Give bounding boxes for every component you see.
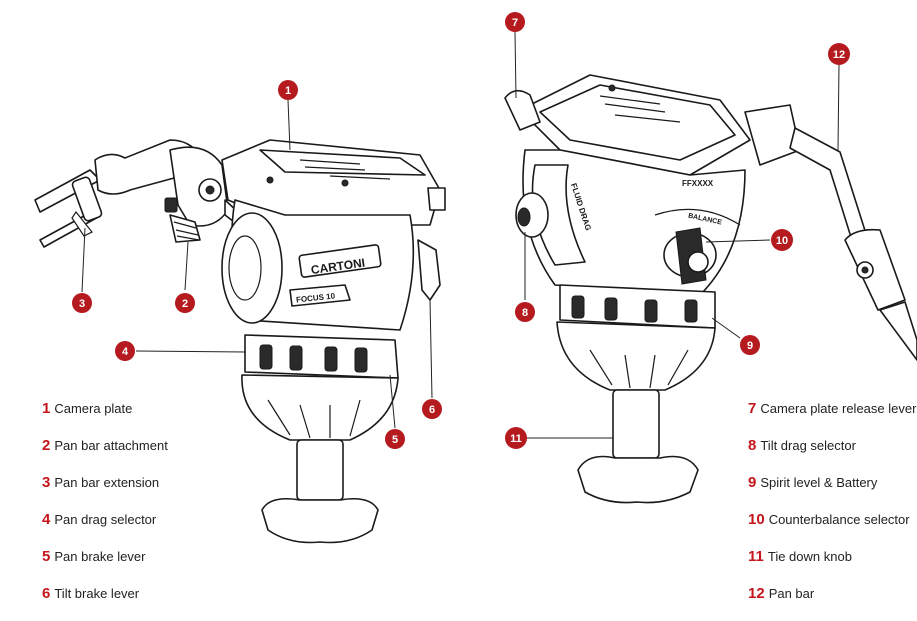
right-head-illustration: FLUID DRAG FFXXXX BALANCE [504, 74, 917, 504]
callout-9: 9 [740, 335, 760, 355]
leader-lines [81, 31, 840, 439]
callout-2: 2 [175, 293, 195, 313]
left-head-illustration: CARTONI FOCUS 10 [34, 139, 446, 544]
callout-10: 10 [771, 229, 793, 251]
callout-4: 4 [115, 341, 135, 361]
callout-12: 12 [828, 43, 850, 65]
svg-text:12: 12 [833, 49, 845, 61]
callout-7: 7 [505, 12, 525, 32]
svg-text:9: 9 [747, 340, 753, 352]
callout-5: 5 [385, 429, 405, 449]
svg-text:11: 11 [510, 433, 522, 445]
callout-8: 8 [515, 302, 535, 322]
serial-marking: FFXXXX [682, 179, 714, 188]
svg-text:10: 10 [776, 235, 788, 247]
callout-11: 11 [505, 427, 527, 449]
svg-text:8: 8 [522, 307, 528, 319]
model-marking: FOCUS 10 [296, 291, 336, 304]
svg-text:5: 5 [392, 434, 398, 446]
svg-text:6: 6 [429, 404, 435, 416]
svg-text:4: 4 [122, 346, 129, 358]
callout-1: 1 [278, 80, 298, 100]
svg-text:7: 7 [512, 17, 518, 29]
svg-text:2: 2 [182, 298, 188, 310]
callout-3: 3 [72, 293, 92, 313]
svg-text:1: 1 [285, 85, 291, 97]
svg-text:3: 3 [79, 298, 85, 310]
callout-6: 6 [422, 399, 442, 419]
